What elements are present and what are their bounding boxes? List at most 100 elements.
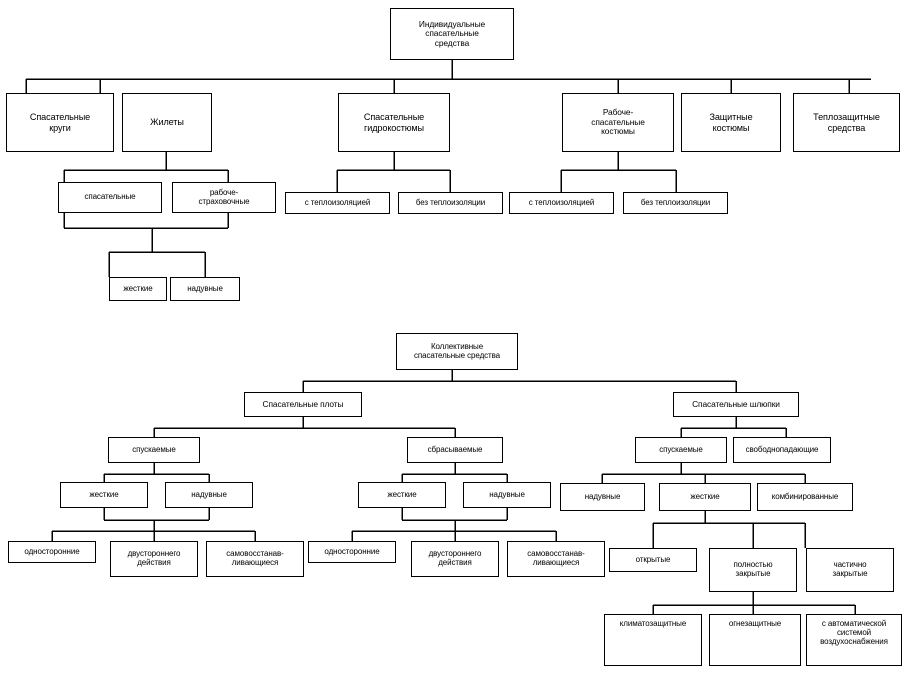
node-text-line: костюмы [712, 122, 750, 133]
node-rafts-dropped-two-sided: двустороннего действия [411, 541, 499, 577]
node-text-line: спускаемые [132, 444, 176, 454]
node-liferafts: Спасательные плоты [244, 392, 362, 417]
node-rafts-dropped-one-sided: односторонние [308, 541, 396, 563]
node-text-line: надувные [187, 283, 223, 293]
node-text-line: надувные [489, 489, 525, 499]
node-text-line: комбинированные [771, 491, 839, 501]
node-boats-partially-closed: частично закрытые [806, 548, 894, 592]
node-text-line: средства [827, 122, 866, 133]
node-text-line: круги [49, 122, 71, 133]
node-rafts-lowered-self-righting: самовосстанав- ливающиеся [206, 541, 304, 577]
node-vests: Жилеты [122, 93, 212, 152]
node-protective-suits: Защитные костюмы [681, 93, 781, 152]
node-rafts-dropped: сбрасываемые [407, 437, 503, 463]
node-hydrosuit-with-insulation: с теплоизоляцией [285, 192, 390, 214]
node-text-line: костюмы [601, 126, 635, 137]
node-text-line: без теплоизоляции [640, 197, 711, 207]
node-text-line: свободнопадающие [745, 444, 819, 454]
node-text-line: жесткие [89, 489, 119, 499]
node-text-line: надувные [584, 491, 621, 501]
node-text-line: действия [438, 558, 472, 567]
node-text-line: с автоматической [821, 619, 887, 628]
node-boats-open: открытые [609, 548, 697, 572]
node-text-line: Спасательные плоты [262, 398, 344, 409]
node-text-line: огнезащитные [728, 619, 782, 628]
node-text-line: системой [836, 627, 872, 637]
node-text-line: сбрасываемые [427, 444, 483, 454]
node-text-line: Коллективные [430, 341, 484, 351]
node-text-line: средства [434, 37, 470, 48]
node-text-line: двустороннего [127, 549, 181, 559]
node-worksuit-without-insulation: без теплоизоляции [623, 192, 728, 214]
node-text-line: страховочные [198, 196, 250, 206]
node-individual-root: Индивидуальные спасательные средства [390, 8, 514, 60]
node-boats-free-fall: свободнопадающие [733, 437, 831, 463]
node-text-line: ливающиеся [532, 558, 580, 567]
node-rafts-dropped-self-righting: самовосстанав- ливающиеся [507, 541, 605, 577]
node-boats-fire-protected: огнезащитные [709, 614, 801, 666]
node-text-line: самовосстанав- [226, 549, 284, 559]
node-text-line: полностью [733, 560, 773, 570]
node-worksuit-with-insulation: с теплоизоляцией [509, 192, 614, 214]
node-text-line: Рабоче- [602, 107, 634, 118]
node-boats-inflatable: надувные [560, 483, 645, 511]
node-text-line: жесткие [690, 491, 720, 501]
node-boats-automatic-air-supply: с автоматической системой воздухоснабжен… [806, 614, 902, 666]
node-text-line: климатозащитные [619, 619, 687, 628]
node-rafts-lowered: спускаемые [108, 437, 200, 463]
node-boats-rigid: жесткие [659, 483, 751, 511]
node-text-line: закрытые [735, 569, 771, 578]
node-text-line: спасательные [591, 116, 645, 127]
node-rafts-dropped-inflatable: надувные [463, 482, 551, 508]
node-text-line: ливающиеся [231, 558, 279, 567]
node-text-line: без теплоизоляции [415, 197, 486, 207]
node-text-line: Защитные [709, 112, 753, 123]
node-rafts-lowered-two-sided: двустороннего действия [110, 541, 198, 577]
node-vests-work-safety: рабоче- страховочные [172, 182, 276, 213]
node-rafts-lowered-inflatable: надувные [165, 482, 253, 508]
node-hydrosuits: Спасательные гидрокостюмы [338, 93, 450, 152]
node-lifebuoys: Спасательные круги [6, 93, 114, 152]
node-rafts-dropped-rigid: жесткие [358, 482, 446, 508]
node-hydrosuit-without-insulation: без теплоизоляции [398, 192, 503, 214]
node-text-line: спасательные [425, 28, 479, 39]
node-text-line: гидрокостюмы [364, 122, 424, 133]
node-collective-root: Коллективные спасательные средства [396, 333, 518, 370]
node-text-line: Спасательные [363, 112, 425, 123]
node-text-line: жесткие [123, 283, 153, 293]
node-text-line: спасательные средства [413, 350, 501, 360]
node-text-line: Спасательные шлюпки [692, 398, 780, 409]
node-text-line: спускаемые [659, 444, 703, 454]
node-text-line: Жилеты [150, 117, 184, 128]
node-vests-rescue: спасательные [58, 182, 162, 213]
node-vests-inflatable: надувные [170, 277, 240, 301]
node-text-line: закрытые [832, 569, 868, 578]
node-boats-fully-closed: полностью закрытые [709, 548, 797, 592]
node-text-line: Теплозащитные [813, 112, 880, 123]
node-text-line: частично [833, 560, 867, 570]
node-vests-rigid: жесткие [109, 277, 167, 301]
node-rafts-lowered-one-sided: односторонние [8, 541, 96, 563]
node-boats-climate-protected: климатозащитные [604, 614, 702, 666]
node-work-rescue-suits: Рабоче- спасательные костюмы [562, 93, 674, 152]
node-lifeboats: Спасательные шлюпки [673, 392, 799, 417]
node-text-line: жесткие [387, 489, 417, 499]
node-text-line: Спасательные [29, 112, 91, 123]
node-text-line: Индивидуальные [418, 18, 486, 29]
node-boats-combined: комбинированные [757, 483, 853, 511]
node-text-line: надувные [191, 489, 227, 499]
node-text-line: самовосстанав- [527, 549, 585, 559]
node-text-line: с теплоизоляцией [304, 197, 371, 207]
node-text-line: открытые [635, 554, 671, 564]
node-text-line: спасательные [84, 192, 136, 202]
node-text-line: односторонние [24, 546, 80, 556]
node-rafts-lowered-rigid: жесткие [60, 482, 148, 508]
node-thermal-protective: Теплозащитные средства [793, 93, 900, 152]
node-boats-lowered: спускаемые [635, 437, 727, 463]
node-text-line: двустороннего [428, 549, 482, 559]
node-text-line: односторонние [324, 546, 380, 556]
node-text-line: воздухоснабжения [820, 636, 888, 646]
node-text-line: рабоче- [209, 187, 239, 197]
node-text-line: действия [137, 558, 171, 567]
